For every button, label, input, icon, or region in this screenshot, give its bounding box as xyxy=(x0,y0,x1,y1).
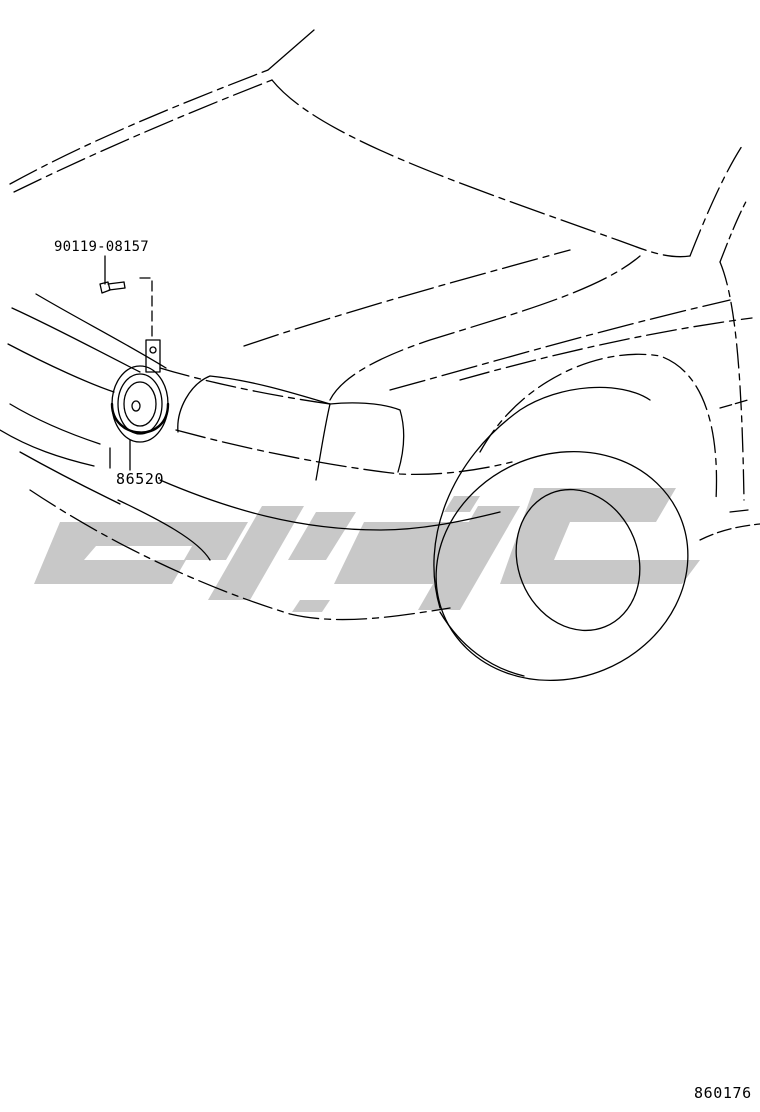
horn-86520 xyxy=(110,339,170,443)
part-number-horn: 86520 xyxy=(116,470,165,488)
bolt-90119-08157 xyxy=(99,281,126,294)
vehicle-outline xyxy=(0,29,760,621)
brand-logo-watermark xyxy=(34,488,700,612)
wheel xyxy=(435,450,689,682)
part-number-bolt: 90119-08157 xyxy=(54,239,149,255)
diagram-id-label: 860176 xyxy=(694,1084,752,1102)
leader-lines xyxy=(104,255,153,471)
